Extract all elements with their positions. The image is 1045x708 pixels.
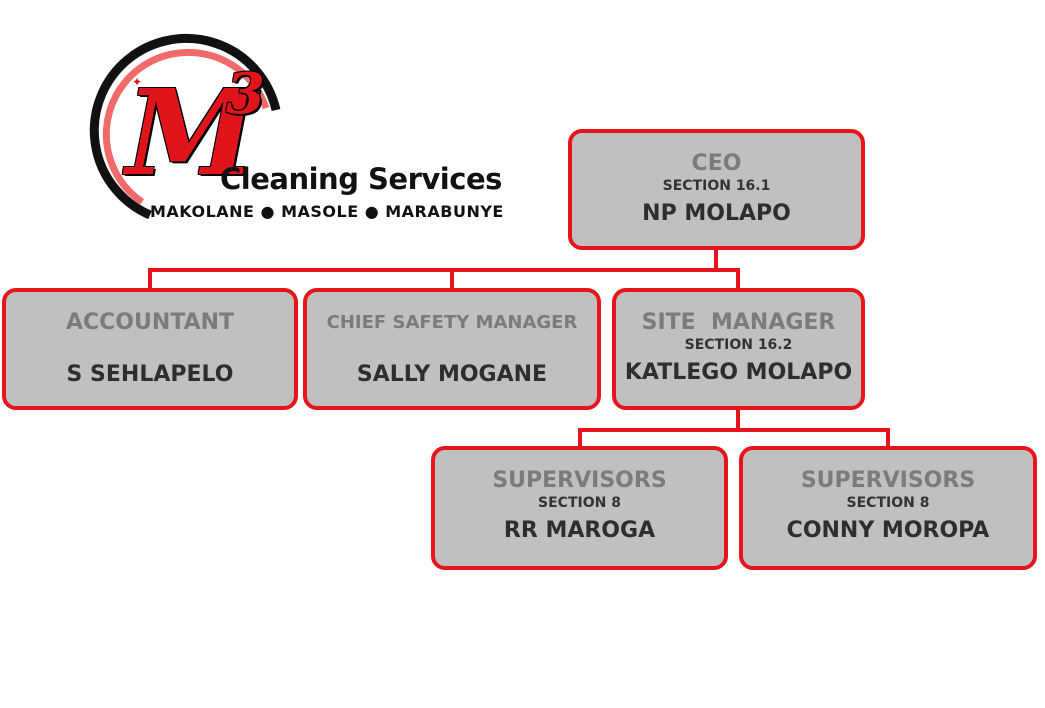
org-box-ceo: CEO SECTION 16.1 NP MOLAPO (568, 129, 865, 250)
section-label: SECTION 16.1 (662, 178, 771, 194)
person-name: S SEHLAPELO (66, 362, 234, 387)
section-label: SECTION 8 (846, 495, 930, 511)
logo-mark-superscript: 3 (226, 61, 265, 127)
person-name: KATLEGO MOLAPO (624, 360, 853, 385)
company-name: Cleaning Services (220, 162, 502, 196)
company-tagline: MAKOLANE ● MASOLE ● MARABUNYE (150, 202, 504, 221)
role-label: ACCOUNTANT (65, 310, 235, 335)
logo-ring (89, 34, 281, 220)
sparkle-icon: ✦ ✦✦ (132, 75, 160, 101)
role-label: SUPERVISORS (800, 468, 976, 493)
person-name: RR MAROGA (503, 518, 656, 543)
person-name: NP MOLAPO (642, 201, 791, 226)
org-box-site-manager: SITE MANAGER SECTION 16.2 KATLEGO MOLAPO (612, 288, 865, 410)
role-label: CHIEF SAFETY MANAGER (326, 312, 578, 333)
role-label: CEO (691, 151, 742, 176)
section-label: SECTION 16.2 (684, 337, 793, 353)
company-logo: ✦ ✦✦ M 3 Cleaning Services MAKOLANE ● MA… (80, 30, 503, 230)
role-label: SITE MANAGER (641, 310, 836, 335)
org-box-supervisor-2: SUPERVISORS SECTION 8 CONNY MOROPA (739, 446, 1037, 570)
section-label: SECTION 8 (538, 495, 621, 511)
org-box-accountant: ACCOUNTANT S SEHLAPELO (2, 288, 298, 410)
person-name: CONNY MOROPA (786, 518, 990, 543)
role-label: SUPERVISORS (492, 468, 667, 493)
person-name: SALLY MOGANE (356, 362, 548, 387)
org-box-chief-safety-manager: CHIEF SAFETY MANAGER SALLY MOGANE (303, 288, 601, 410)
logo-mark-letter: M (126, 63, 257, 202)
org-box-supervisor-1: SUPERVISORS SECTION 8 RR MAROGA (431, 446, 728, 570)
